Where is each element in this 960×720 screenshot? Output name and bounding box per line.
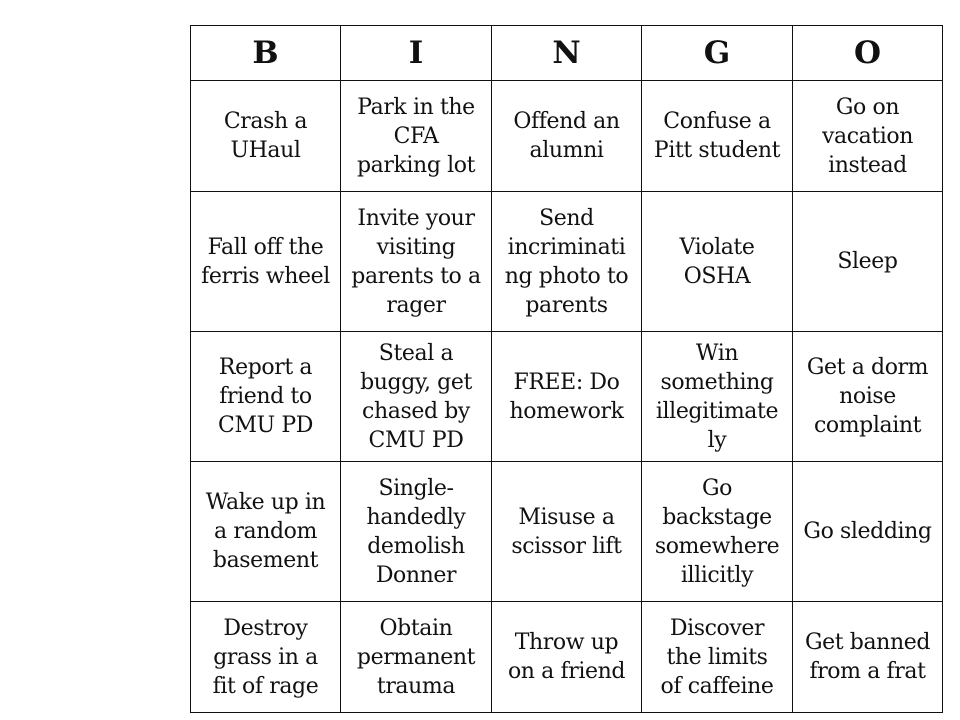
bingo-cell: Confuse a Pitt student — [641, 80, 793, 192]
bingo-cell: Go sledding — [792, 461, 943, 602]
header-g: G — [641, 25, 793, 81]
bingo-row-5: Destroy grass in a fit of rage Obtain pe… — [190, 601, 943, 713]
bingo-cell: Crash a UHaul — [190, 80, 341, 192]
header-row: B I N G O — [190, 25, 943, 81]
bingo-cell: Invite your visiting parents to a rager — [340, 191, 492, 332]
bingo-cell: Throw up on a friend — [491, 601, 642, 713]
bingo-cell: Violate OSHA — [641, 191, 793, 332]
header-o: O — [792, 25, 943, 81]
bingo-cell: Get a dorm noise complaint — [792, 331, 943, 462]
bingo-cell: Send incriminati ng photo to parents — [491, 191, 642, 332]
bingo-cell: Single- handedly demolish Donner — [340, 461, 492, 602]
bingo-cell: Sleep — [792, 191, 943, 332]
bingo-cell: Steal a buggy, get chased by CMU PD — [340, 331, 492, 462]
bingo-cell: Park in the CFA parking lot — [340, 80, 492, 192]
bingo-cell: Get banned from a frat — [792, 601, 943, 713]
header-i: I — [340, 25, 492, 81]
bingo-row-4: Wake up in a random basement Single- han… — [190, 461, 943, 602]
bingo-cell: Win something illegitimate ly — [641, 331, 793, 462]
bingo-cell: Go on vacation instead — [792, 80, 943, 192]
header-n: N — [491, 25, 642, 81]
bingo-cell: Offend an alumni — [491, 80, 642, 192]
bingo-cell: Wake up in a random basement — [190, 461, 341, 602]
bingo-row-1: Crash a UHaul Park in the CFA parking lo… — [190, 80, 943, 192]
bingo-cell: Misuse a scissor lift — [491, 461, 642, 602]
free-space-cell: FREE: Do homework — [491, 331, 642, 462]
bingo-cell: Go backstage somewhere illicitly — [641, 461, 793, 602]
bingo-row-3: Report a friend to CMU PD Steal a buggy,… — [190, 331, 943, 462]
header-b: B — [190, 25, 341, 81]
bingo-cell: Destroy grass in a fit of rage — [190, 601, 341, 713]
bingo-cell: Obtain permanent trauma — [340, 601, 492, 713]
bingo-cell: Discover the limits of caffeine — [641, 601, 793, 713]
bingo-cell: Fall off the ferris wheel — [190, 191, 341, 332]
bingo-cell: Report a friend to CMU PD — [190, 331, 341, 462]
bingo-board: B I N G O Crash a UHaul Park in the CFA … — [190, 25, 943, 713]
bingo-row-2: Fall off the ferris wheel Invite your vi… — [190, 191, 943, 332]
